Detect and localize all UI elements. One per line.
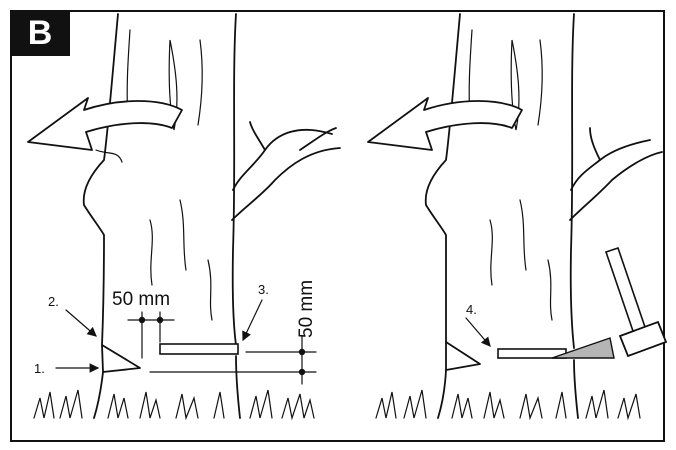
label-step-1: 1. (34, 361, 45, 376)
figure-frame (10, 10, 665, 442)
left-panel: 1. 2. 3. 50 mm 50 mm (27, 13, 341, 421)
fall-direction-arrow-left (27, 97, 183, 151)
tree-trunk-left (82, 13, 341, 419)
hammer-icon (604, 246, 668, 358)
grass-left (33, 389, 315, 421)
fall-direction-arrow-right (367, 97, 523, 151)
dimension-lines (127, 311, 317, 385)
felling-notch (101, 344, 141, 373)
felling-wedge-icon (551, 337, 615, 359)
figure-badge: B (10, 10, 70, 56)
label-step-4: 4. (466, 302, 477, 317)
label-step-3: 3. (258, 282, 269, 297)
grass-right (375, 389, 641, 421)
dimension-horizontal-label: 50 mm (112, 289, 170, 310)
label-step-2: 2. (48, 294, 59, 309)
right-panel: 4. (367, 13, 668, 421)
dimension-vertical-label: 50 mm (296, 280, 317, 338)
back-cut (159, 343, 239, 355)
felling-notch-right (445, 341, 481, 371)
